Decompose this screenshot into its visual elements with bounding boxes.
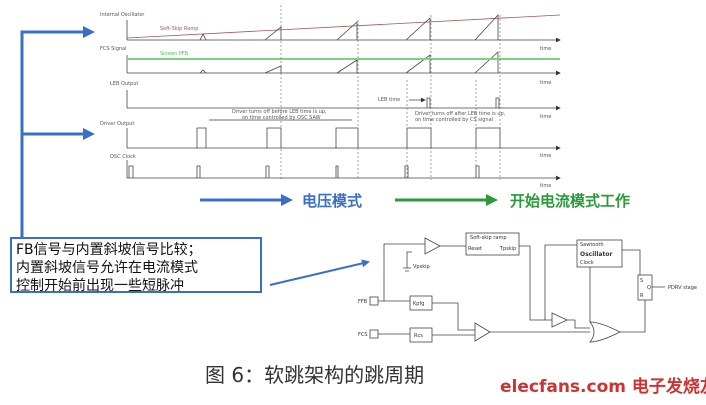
pfb-label: Screen PFB [160,51,189,57]
callout-line: FB信号与内置斜坡信号比较； [16,242,202,258]
callout-arrow [269,259,370,286]
time-label: time [540,153,551,159]
leb-time: LEB time [378,97,400,103]
vpskip: Vpskip [413,264,430,270]
fcs: FCS [358,332,368,338]
note1b: on time controlled by OSC SAW [242,115,321,121]
note1a: Driver turns off before LEB time is up, [232,109,327,115]
ramp-title: Soft-skip ramp [470,235,507,241]
time-axes [126,13,561,181]
voltage-mode: 电压模式 [302,192,362,210]
bracket-arrows [20,26,95,250]
callout-line: 控制开始前出现一些短脉冲 [16,278,184,294]
ffb: FFB [358,299,368,305]
circuit [369,232,665,343]
fcs-label: FCS Signal [100,46,127,52]
callout-line: 内置斜坡信号允许在电流模式 [16,260,198,276]
osc: Oscillator [580,251,612,258]
time-label: time [540,114,551,120]
leb-label: LEB Output [110,81,138,87]
out: PDRV stage [668,285,697,291]
note2a: Driver turns off after LEB time is up, [415,111,506,117]
rcs: Rcs [414,333,423,339]
driver-label: Driver Output [100,121,134,127]
time-label: time [540,183,551,189]
time-label: time [540,46,551,52]
tpskip: Tpskip [499,246,516,252]
current-mode: 开始电流模式工作 [510,192,630,210]
clock-label: OSC Clock [110,154,136,160]
reset: Reset [468,246,482,252]
ramp-label: Soft-Skip Ramp [160,26,198,32]
r: R [640,293,644,299]
clock: Clock [580,260,594,266]
callout-box: FB信号与内置斜坡信号比较； 内置斜坡信号允许在电流模式 控制开始前出现一些短脉… [10,237,262,294]
saw: Sawtooth [580,242,604,248]
watermark: elecfans.com 电子发烧友 [500,376,706,397]
q: Q [647,285,651,291]
time-label: time [540,80,551,86]
note2b: on time controlled by CS signal [415,117,493,123]
dashed-guides [280,5,501,180]
osc-label: Internal Oscillator [100,12,145,18]
caption: 图 6：软跳架构的跳周期 [205,363,424,387]
s: S [640,278,643,284]
kfb: Kpfg [413,301,424,307]
